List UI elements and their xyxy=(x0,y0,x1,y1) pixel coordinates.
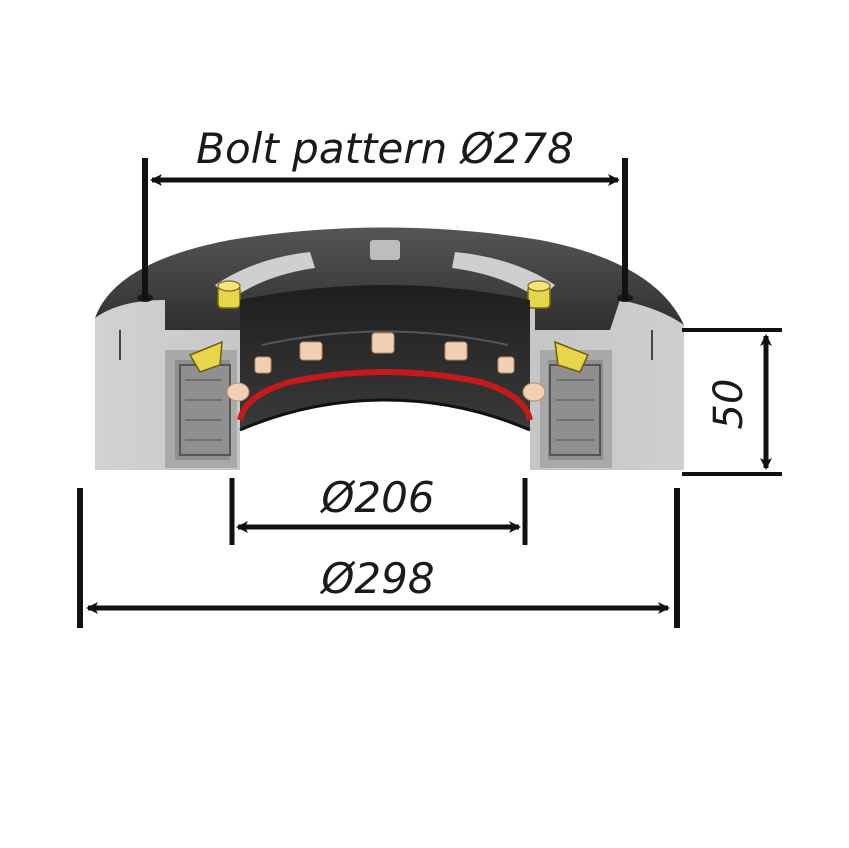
grease-nipple-right xyxy=(527,280,551,309)
dimension-outer-diameter: Ø298 xyxy=(77,488,680,628)
dimension-height: 50 xyxy=(682,328,782,476)
right-section xyxy=(540,340,612,468)
inner-race-lip xyxy=(240,400,530,470)
top-tab xyxy=(370,240,400,260)
rollers xyxy=(226,332,546,402)
red-seal xyxy=(237,369,533,421)
right-grease-fitting-wedge xyxy=(554,340,590,373)
bearing-body xyxy=(95,227,684,470)
left-grease-fitting-wedge xyxy=(188,340,223,373)
bolt-pattern-label: Bolt pattern Ø278 xyxy=(196,124,574,173)
outer-diameter-label: Ø298 xyxy=(319,554,434,603)
inner-race xyxy=(240,285,530,430)
dimension-bolt-pattern: Bolt pattern Ø278 xyxy=(142,124,628,300)
left-section xyxy=(165,340,237,468)
grease-nipple-left xyxy=(217,280,241,309)
height-label: 50 xyxy=(706,379,752,430)
inner-diameter-label: Ø206 xyxy=(319,473,434,522)
dimension-inner-diameter: Ø206 xyxy=(229,473,528,545)
